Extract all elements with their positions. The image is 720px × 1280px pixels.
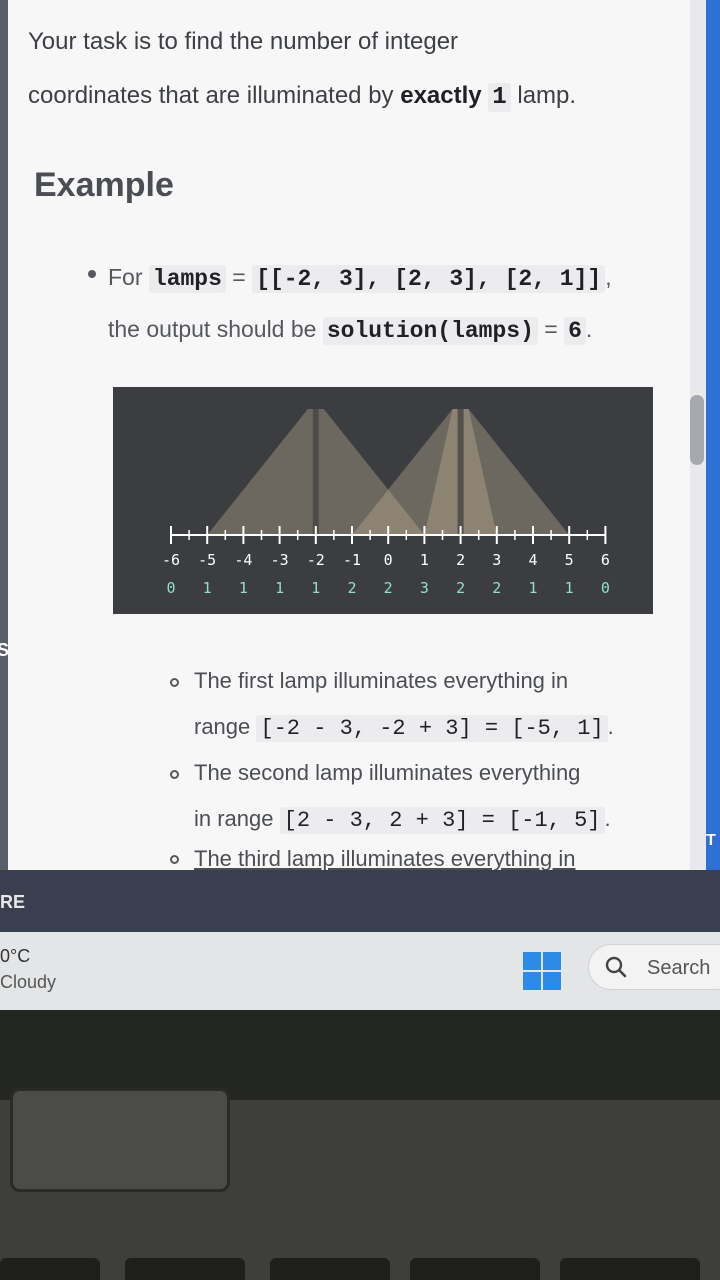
coordinate-label: -1 [343,551,361,569]
explanation-1-prefix: range [194,714,251,739]
sub-bullet-1 [170,678,179,687]
task-tail: lamp. [517,82,577,109]
coordinate-label: -3 [271,551,289,569]
output-code: solution(lamps) [322,317,538,345]
illumination-count-label: 1 [311,579,320,597]
coordinate-label: 2 [456,551,465,569]
explanation-1-line-2: range [-2 - 3, -2 + 3] = [-5, 1]. [194,704,614,752]
illumination-count-label: 1 [239,579,248,597]
lamp-post [312,409,319,535]
explanation-2-suffix: . [604,806,611,831]
example-output-line: the output should be solution(lamps) = 6… [108,316,593,345]
taskbar: 0°C Cloudy Search [0,932,720,1010]
number-line-svg: -6 0 -5 1 -4 1 -3 1 -2 1 -1 2 0 2 1 3 2 2 3 2 4 1 5 1 6 0 [162,409,610,597]
taskbar-search-box[interactable]: Search [588,944,720,990]
bullet-dot [88,270,96,278]
bottom-dark-bar: RE [0,870,720,932]
bottom-edge-label: RE [0,892,26,912]
coordinate-label: 4 [528,551,537,569]
illumination-count-label: 1 [203,579,212,597]
task-line-1: Your task is to find the number of integ… [28,28,459,55]
comma: , [605,264,612,290]
illumination-count-label: 2 [456,579,465,597]
explanation-3-line-1: The third lamp illuminates everything in [194,846,576,870]
coordinate-label: 0 [384,551,393,569]
keyboard-key [270,1258,390,1280]
illumination-count-label: 1 [565,579,574,597]
coordinate-label: -6 [162,551,180,569]
laptop-hinge [10,1088,230,1192]
keyboard-key [0,1258,100,1280]
task-code: 1 [488,83,511,112]
windows-logo-icon [543,972,561,990]
explanation-1-line-1: The first lamp illuminates everything in [194,668,569,693]
output-period: . [585,316,593,342]
illumination-count-label: 2 [384,579,393,597]
explanation-1-suffix: . [607,714,614,739]
task-text: coordinates that are illuminated by [28,82,394,109]
output-text: the output should be [108,316,317,342]
lamps-code: lamps [148,265,226,293]
weather-temperature[interactable]: 0°C [0,946,31,966]
illumination-count-label: 1 [275,579,284,597]
coordinate-label: -5 [198,551,216,569]
coordinate-label: 1 [420,551,429,569]
illumination-count-label: 0 [601,579,610,597]
keyboard-key [410,1258,540,1280]
left-window-edge: S [0,0,10,870]
task-bold: exactly [400,82,482,109]
windows-logo-icon [523,952,541,970]
lamp-post [457,409,464,535]
explanation-1-code: [-2 - 3, -2 + 3] = [-5, 1] [256,715,608,742]
for-label: For [108,264,143,290]
coordinate-label: -2 [307,551,325,569]
scrollbar-thumb[interactable] [690,395,704,465]
output-value: 6 [564,317,586,345]
eq-sign: = [232,264,246,290]
windows-logo-icon [543,952,561,970]
sub-bullet-2 [170,770,179,779]
explanation-2-prefix: in range [194,806,274,831]
explanation-2-line-2: in range [2 - 3, 2 + 3] = [-1, 5]. [194,796,611,844]
coordinate-label: 3 [492,551,501,569]
right-edge-label: T [706,832,716,849]
windows-logo-icon [523,972,541,990]
search-label: Search [647,957,711,979]
left-edge-label: S [0,640,10,660]
example-heading: Example [34,166,174,204]
illumination-count-label: 0 [166,579,175,597]
windows-start-button[interactable] [523,952,561,990]
keyboard-key [560,1258,700,1280]
explanation-2-code: [2 - 3, 2 + 3] = [-1, 5] [279,807,605,834]
coordinate-label: 5 [565,551,574,569]
coordinate-label: 6 [601,551,610,569]
sub-bullet-3 [170,855,179,864]
illumination-count-label: 2 [492,579,501,597]
explanation-2-line-1: The second lamp illuminates everything [194,760,581,785]
lamps-number-line-illustration: -6 0 -5 1 -4 1 -3 1 -2 1 -1 2 0 2 1 3 2 2 3 2 4 1 5 1 6 0 [113,387,653,614]
problem-description: Your task is to find the number of integ… [8,0,690,870]
screen: S Your task is to find the number of int… [0,0,720,1010]
search-icon [605,956,627,978]
weather-condition[interactable]: Cloudy [0,972,57,992]
output-eq: = [544,316,558,342]
keyboard-key [125,1258,245,1280]
illumination-count-label: 2 [347,579,356,597]
illumination-count-label: 1 [528,579,537,597]
task-line-2: coordinates that are illuminated by exac… [28,69,576,125]
coordinate-label: -4 [234,551,252,569]
illumination-count-label: 3 [420,579,429,597]
lamps-value: [[-2, 3], [2, 3], [2, 1]] [252,265,606,293]
example-input-line: For lamps = [[-2, 3], [2, 3], [2, 1]], [108,264,612,293]
right-window-edge: T [706,0,720,870]
